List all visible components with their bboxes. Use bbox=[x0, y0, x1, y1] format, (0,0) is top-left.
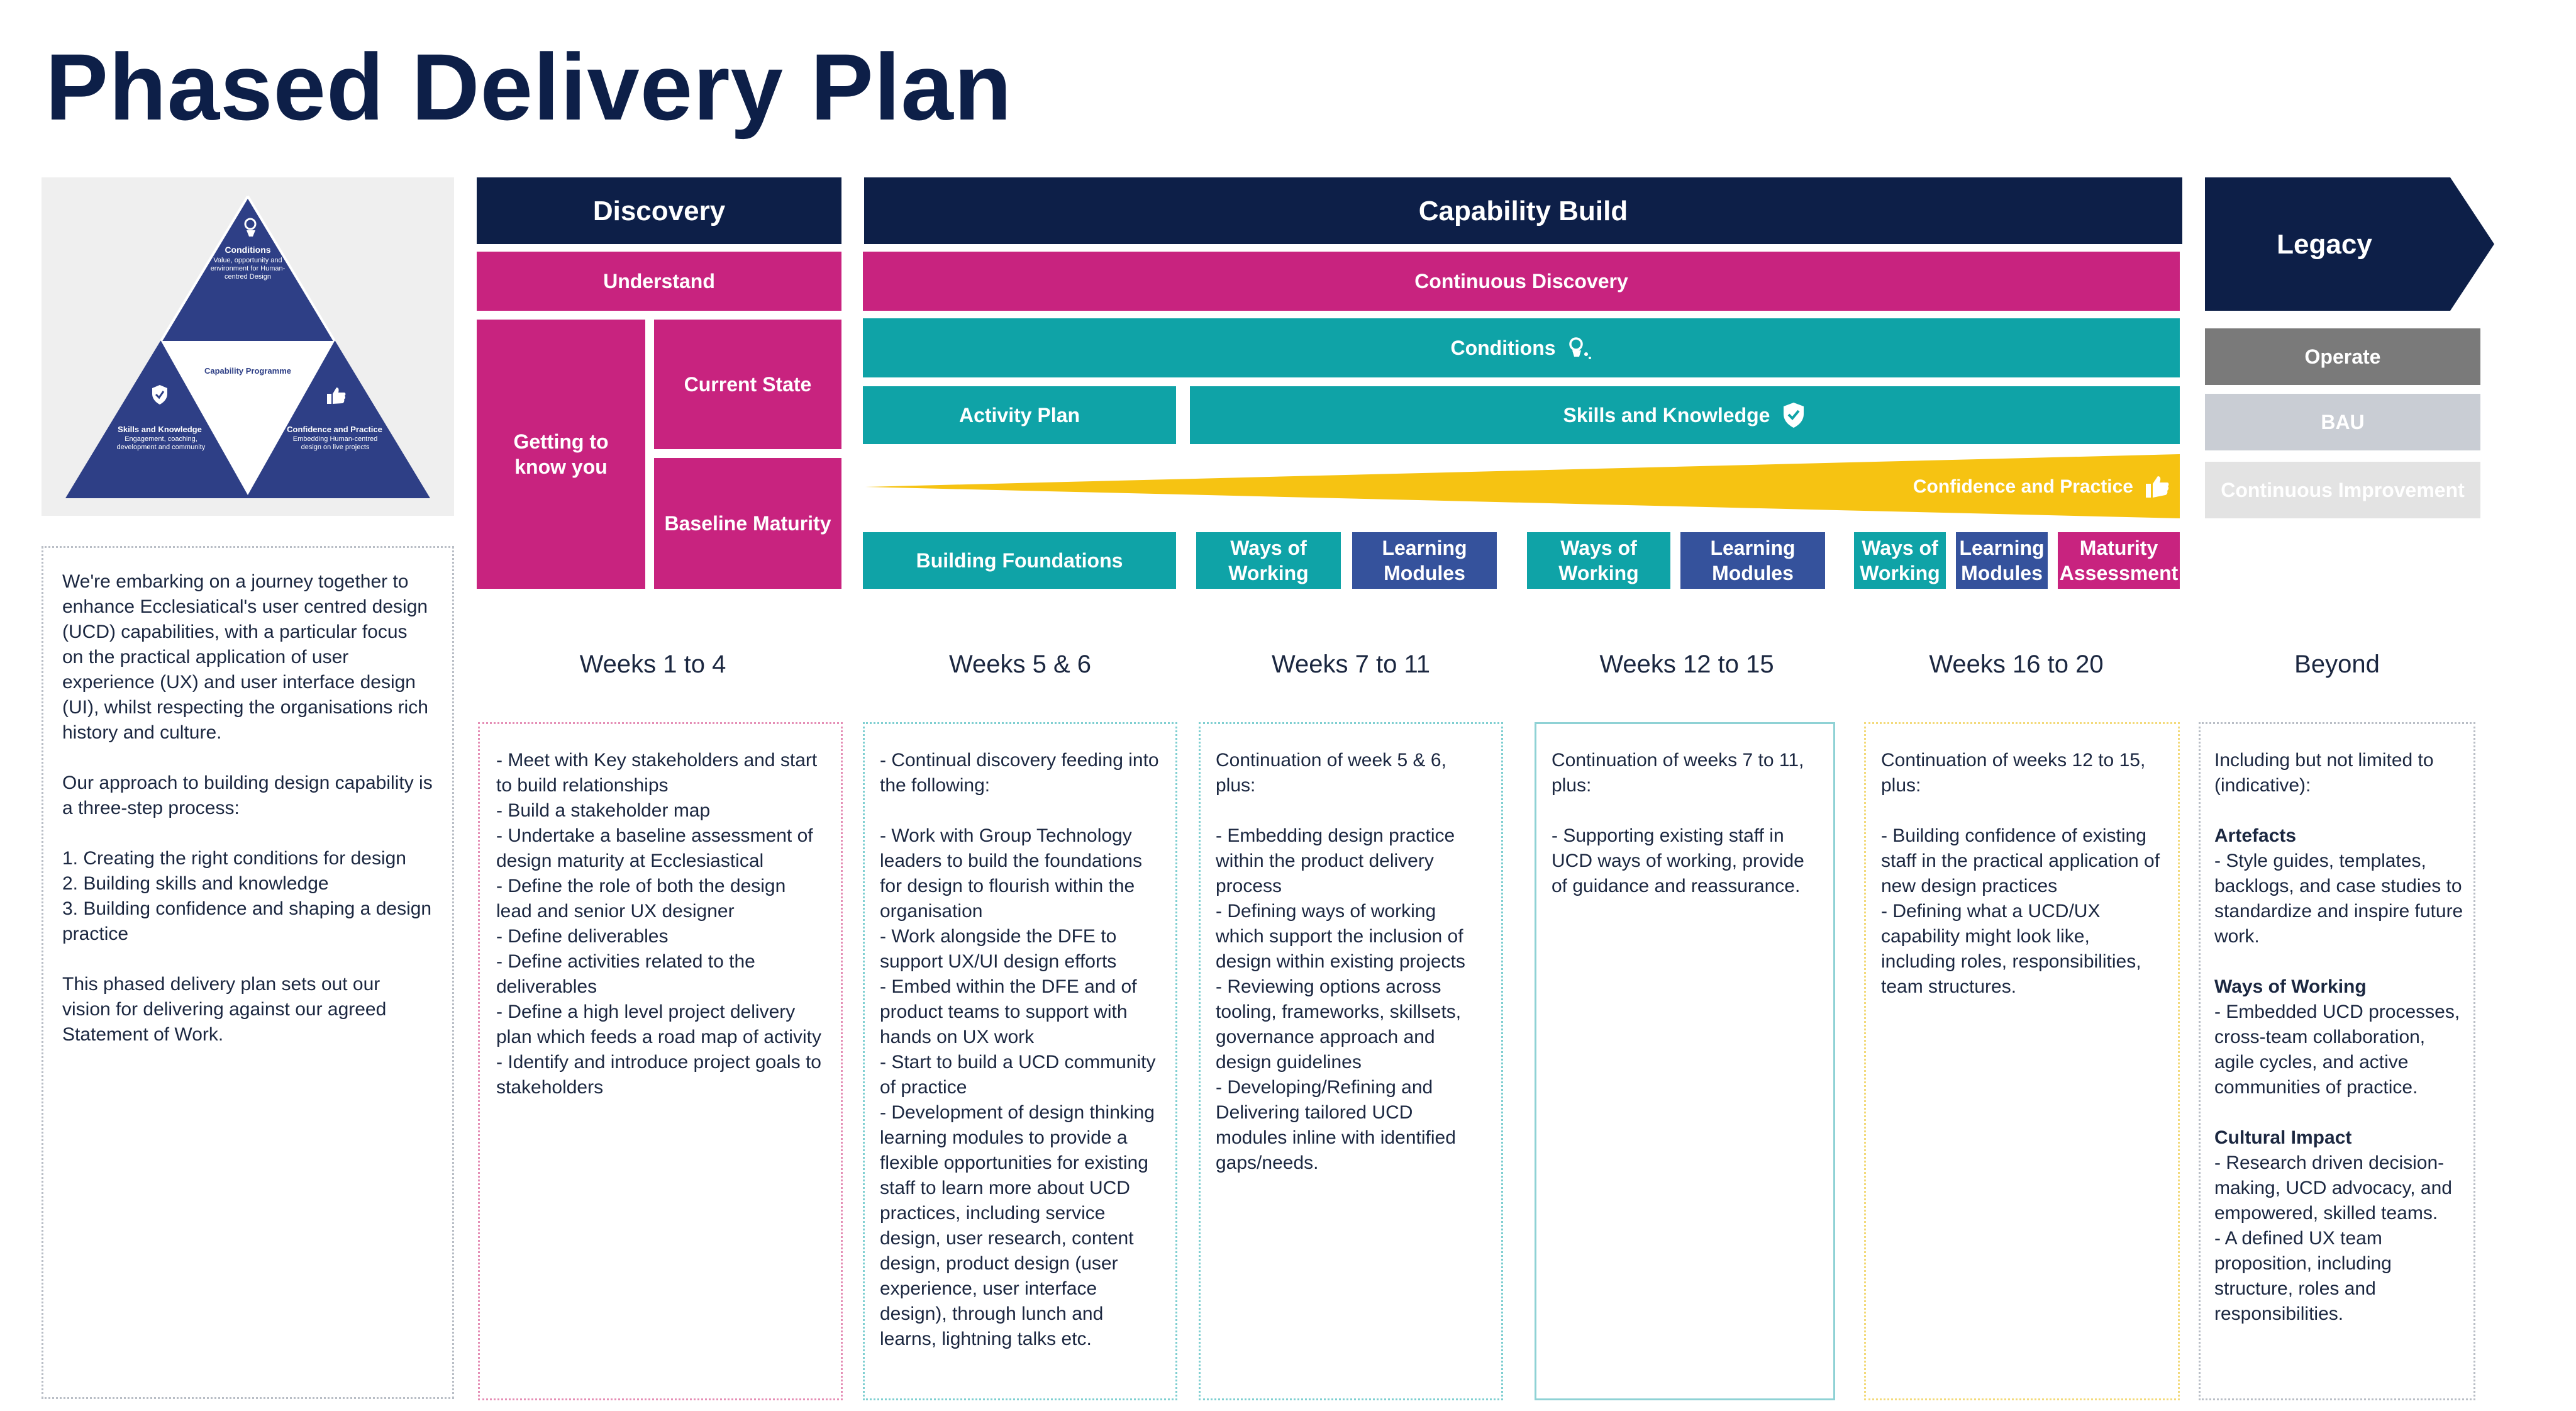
operate-bar: Operate bbox=[2205, 328, 2480, 385]
plant-icon bbox=[1568, 337, 1591, 359]
thumbs-up-icon bbox=[327, 388, 346, 404]
shield-icon bbox=[1784, 403, 1804, 428]
column-weeks-7-11: Continuation of week 5 & 6, plus: - Embe… bbox=[1199, 722, 1503, 1400]
triangle-skills-text: Engagement, coaching, development and co… bbox=[116, 435, 206, 451]
triangle-conditions-title: Conditions bbox=[225, 245, 270, 255]
ways-of-working-2: Ways of Working bbox=[1527, 532, 1670, 589]
phase-legacy-arrow bbox=[2205, 177, 2494, 311]
beyond-artefacts-text: - Style guides, templates, backlogs, and… bbox=[2214, 851, 2463, 947]
column-weeks-12-15: Continuation of weeks 7 to 11, plus: - S… bbox=[1535, 722, 1835, 1400]
column-weeks-16-20: Continuation of weeks 12 to 15, plus: - … bbox=[1864, 722, 2180, 1400]
page-title: Phased Delivery Plan bbox=[45, 34, 1013, 140]
confidence-practice-wedge bbox=[865, 454, 2180, 518]
beyond-ways-heading: Ways of Working bbox=[2214, 976, 2367, 997]
triangle-diagram: Conditions Value, opportunity and enviro… bbox=[65, 195, 430, 498]
activity-plan: Activity Plan bbox=[863, 386, 1176, 444]
baseline-maturity: Baseline Maturity bbox=[654, 458, 841, 589]
building-foundations: Building Foundations bbox=[863, 532, 1176, 589]
capability-triangle: Conditions Value, opportunity and enviro… bbox=[42, 177, 454, 516]
week-label-6: Beyond bbox=[2294, 650, 2380, 678]
confidence-practice-label: Confidence and Practice bbox=[1862, 468, 2170, 506]
phase-legacy: Legacy bbox=[2277, 228, 2372, 260]
triangle-conditions-text: Value, opportunity and environment for H… bbox=[210, 257, 286, 281]
triangle-confidence-title: Confidence and Practice bbox=[287, 425, 382, 434]
learning-modules-3: Learning Modules bbox=[1956, 532, 2048, 589]
column-beyond: Including but not limited to (indicative… bbox=[2199, 722, 2475, 1400]
phase-discovery: Discovery bbox=[477, 177, 841, 244]
beyond-intro: Including but not limited to (indicative… bbox=[2214, 750, 2434, 796]
week-label-4: Weeks 12 to 15 bbox=[1599, 650, 1774, 678]
intro-text: We're embarking on a journey together to… bbox=[42, 546, 454, 1399]
continuous-improvement-bar: Continuous Improvement bbox=[2205, 462, 2480, 518]
getting-to-know-you: Getting to know you bbox=[477, 320, 645, 589]
current-state: Current State bbox=[654, 320, 841, 449]
ways-of-working-3: Ways of Working bbox=[1854, 532, 1946, 589]
triangle-centre-label: Capability Programme bbox=[204, 366, 291, 376]
beyond-artefacts-heading: Artefacts bbox=[2214, 825, 2297, 846]
week-label-5: Weeks 16 to 20 bbox=[1929, 650, 2104, 678]
conditions-label: Conditions bbox=[1450, 337, 1556, 359]
shield-icon bbox=[152, 385, 167, 404]
beyond-cultural-heading: Cultural Impact bbox=[2214, 1127, 2352, 1148]
week-label-1: Weeks 1 to 4 bbox=[579, 650, 726, 678]
column-weeks-5-6: - Continual discovery feeding into the f… bbox=[863, 722, 1177, 1400]
skills-knowledge-label: Skills and Knowledge bbox=[1563, 404, 1770, 427]
continuous-discovery-bar: Continuous Discovery bbox=[863, 252, 2180, 311]
learning-modules-2: Learning Modules bbox=[1680, 532, 1825, 589]
beyond-ways-text: - Embedded UCD processes, cross-team col… bbox=[2214, 1001, 2460, 1098]
bau-bar: BAU bbox=[2205, 394, 2480, 450]
week-label-3: Weeks 7 to 11 bbox=[1272, 650, 1430, 678]
plant-icon bbox=[244, 218, 257, 237]
column-weeks-1-4: - Meet with Key stakeholders and start t… bbox=[478, 722, 843, 1400]
maturity-assessment: Maturity Assessment bbox=[2058, 532, 2180, 589]
conditions-bar: Conditions bbox=[863, 318, 2180, 377]
skills-knowledge-bar: Skills and Knowledge bbox=[1190, 386, 2180, 444]
learning-modules-1: Learning Modules bbox=[1352, 532, 1497, 589]
triangle-confidence-text: Embedding Human-centred design on live p… bbox=[292, 435, 378, 451]
ways-of-working-1: Ways of Working bbox=[1196, 532, 1341, 589]
triangle-skills-title: Skills and Knowledge bbox=[118, 425, 202, 434]
phase-capability-build: Capability Build bbox=[864, 177, 2182, 244]
beyond-cultural-text: - Research driven decision-making, UCD a… bbox=[2214, 1152, 2452, 1324]
week-label-2: Weeks 5 & 6 bbox=[948, 650, 1092, 678]
thumbs-up-icon bbox=[2146, 476, 2169, 498]
understand-bar: Understand bbox=[477, 252, 841, 311]
